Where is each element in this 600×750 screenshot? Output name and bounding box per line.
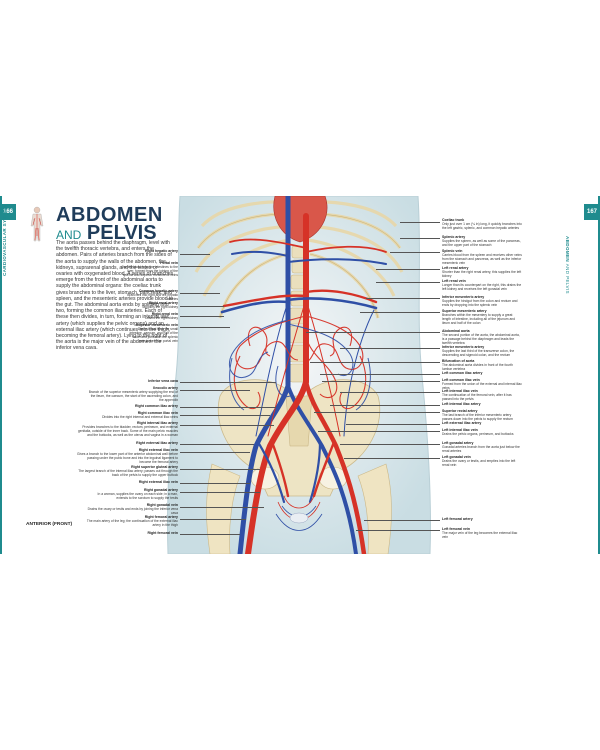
leader-line (344, 458, 440, 459)
label-left-external-iliac-artery: Left external iliac artery (442, 421, 482, 425)
label-left-common-iliac-artery: Left common iliac artery (442, 371, 483, 375)
label-right-common-iliac-artery: Right common iliac artery (135, 404, 178, 408)
leader-line (340, 348, 440, 349)
leader-line (180, 254, 210, 255)
leader-line (364, 520, 440, 521)
leader-line (360, 312, 440, 313)
leader-line (180, 382, 276, 383)
leader-line (180, 407, 276, 408)
title-line-2: PELVIS (86, 222, 157, 244)
leader-line (346, 424, 440, 425)
label-left-femoral-artery: Left femoral artery (442, 517, 473, 521)
leader-line (180, 306, 224, 307)
leader-line (340, 392, 440, 393)
leader-line (322, 381, 440, 382)
leader-line (180, 519, 246, 520)
left-section-label: CARDIOVASCULAR SYSTEM (2, 205, 7, 276)
intro-paragraph: The aorta passes behind the diaphragm, l… (56, 240, 174, 352)
label-left-internal-iliac-artery: Left internal iliac artery (442, 402, 481, 406)
leader-line (180, 483, 250, 484)
label-right-hepatic-artery: Right hepatic artery (145, 249, 178, 253)
title-and: AND (56, 228, 82, 242)
leader-line (180, 293, 220, 294)
leader-line (180, 444, 254, 445)
left-page-edge (0, 196, 2, 554)
leader-line (180, 316, 224, 317)
leader-line (400, 222, 440, 223)
right-page-number: 167 (584, 204, 600, 220)
page-title: ABDOMEN AND PELVIS (56, 204, 163, 244)
leader-line (400, 238, 440, 239)
label-right-external-iliac-artery: Right external iliac artery (136, 441, 178, 445)
label-right-femoral-vein: Right femoral vein (147, 531, 178, 535)
mini-body-figure (30, 206, 44, 242)
leader-line (180, 469, 260, 470)
leader-line (306, 332, 440, 333)
leader-line (376, 269, 440, 270)
leader-line (366, 298, 440, 299)
leader-line (320, 374, 440, 375)
view-label: ANTERIOR (FRONT) (26, 522, 73, 527)
leader-line (318, 431, 440, 432)
leader-line (180, 507, 264, 508)
leader-line (314, 412, 440, 413)
title-line-1: ABDOMEN (56, 204, 163, 226)
right-section-bold: ABDOMEN (565, 236, 570, 263)
right-section-thin: AND PELVIS (565, 263, 570, 294)
leader-line (356, 530, 440, 531)
leader-line (340, 444, 440, 445)
label-right-external-iliac-vein: Right external iliac vein (138, 480, 178, 484)
leader-line (180, 452, 250, 453)
right-page-edge (598, 196, 600, 554)
leader-line (390, 252, 440, 253)
leader-line (180, 415, 270, 416)
leader-line (180, 266, 220, 267)
leader-line (180, 390, 250, 391)
leader-line (180, 492, 260, 493)
leader-line (180, 425, 274, 426)
leader-line (330, 405, 440, 406)
abdomen-pelvis-illustration (166, 196, 432, 554)
left-page-number: 166 (0, 204, 16, 220)
leader-line (310, 362, 440, 363)
book-spread: 166 167 CARDIOVASCULAR SYSTEM ABDOMEN AN… (0, 196, 600, 554)
right-section-label: ABDOMEN AND PELVIS (565, 236, 570, 326)
leader-line (376, 282, 440, 283)
leader-line (180, 534, 240, 535)
label-inferior-vena-cava: Inferior vena cava (148, 379, 178, 383)
leader-line (180, 327, 230, 328)
